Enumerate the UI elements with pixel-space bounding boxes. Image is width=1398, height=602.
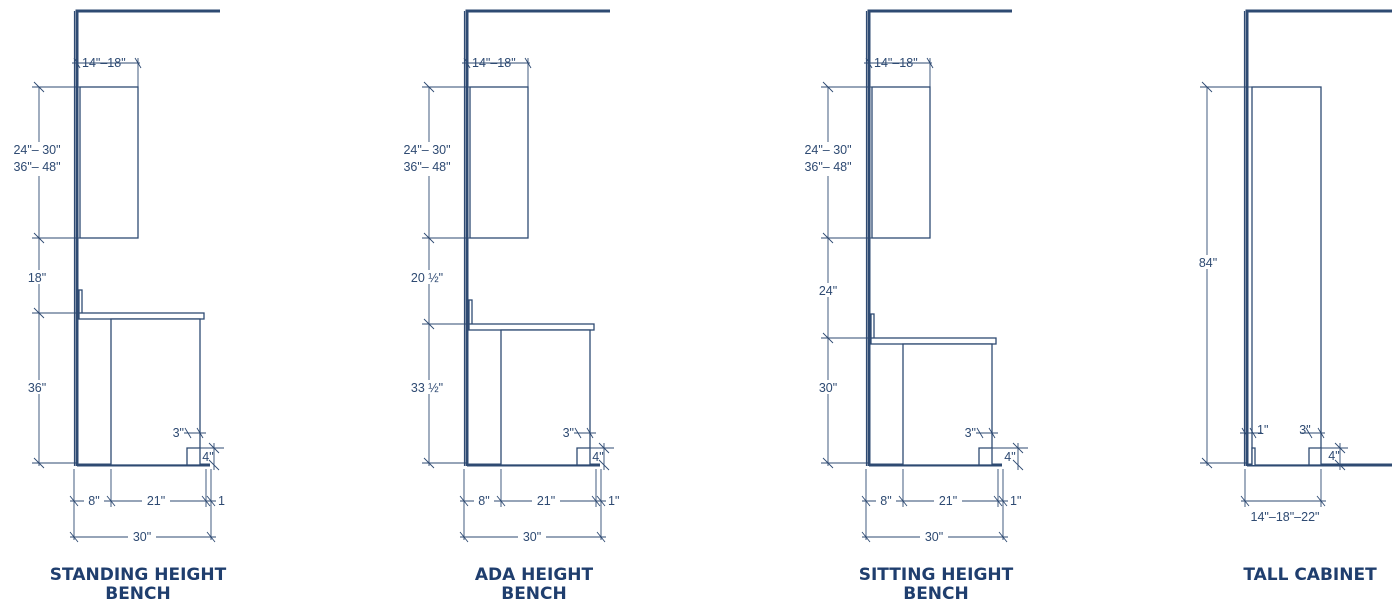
bench-height-label: 36" (28, 381, 46, 395)
bottom-c-label: 1" (608, 494, 619, 508)
panel-sitting-height: 14"–18" 24"– 30" 36"– 48" 24" 30" 3" 4" (796, 9, 1028, 602)
depth-label: 14"–18" (874, 56, 918, 70)
toe-height-label: 4" (592, 450, 603, 464)
toe-depth-label: 3" (173, 426, 184, 440)
bottom-a-label: 8" (478, 494, 489, 508)
countertop (870, 337, 997, 345)
bottom-c-label: 1" (1010, 494, 1021, 508)
depth-label: 14"–18" (472, 56, 516, 70)
wall-outline (75, 9, 220, 466)
panel-standing-height: 14"–18" 24"– 30" 36"– 48" 18" 36" 3" 4" (6, 9, 227, 602)
cabinet-height-label-a: 24"– 30" (403, 143, 450, 157)
depth-label: 14"–18" (82, 56, 126, 70)
panel-ada-height: 14"–18" 24"– 30" 36"– 48" 20 ½" 33 ½" 3"… (396, 9, 619, 602)
depth-label: 14"–18"–22" (1251, 510, 1320, 524)
wall-outline (867, 9, 1012, 466)
cabinet-height-label-a: 24"– 30" (13, 143, 60, 157)
wall-outline (1245, 9, 1392, 466)
gap-label: 24" (819, 284, 837, 298)
toe-height-label: 4" (202, 450, 213, 464)
bottom-a-label: 8" (88, 494, 99, 508)
bench-height-label: 33 ½" (411, 381, 443, 395)
caption-line1: SITTING HEIGHT (859, 565, 1014, 585)
wall-outline (465, 9, 610, 466)
tall-cabinet-body (1251, 86, 1322, 466)
bottom-b-label: 21" (537, 494, 555, 508)
cabinet-height-label-a: 24"– 30" (804, 143, 851, 157)
wall-cabinet (469, 86, 529, 239)
toe-kick (576, 447, 590, 465)
toe-kick (186, 447, 200, 465)
backsplash (78, 289, 83, 316)
backsplash (468, 299, 473, 326)
cabinet-height-label-b: 36"– 48" (403, 160, 450, 174)
cabinet-height-label-b: 36"– 48" (13, 160, 60, 174)
countertop (468, 323, 595, 331)
total-label: 30" (925, 530, 943, 544)
bottom-b-label: 21" (147, 494, 165, 508)
bench-height-label: 30" (819, 381, 837, 395)
height-label: 84" (1199, 256, 1217, 270)
toe-height-label: 4" (1004, 450, 1015, 464)
toe-depth-label: 3" (965, 426, 976, 440)
bottom-c-label: 1 (218, 494, 225, 508)
caption-line1: STANDING HEIGHT (50, 565, 227, 585)
toe-depth-label: 3" (1299, 423, 1310, 437)
wall-cabinet (871, 86, 931, 239)
base-cabinet (902, 343, 993, 466)
bottom-b-label: 21" (939, 494, 957, 508)
countertop (78, 312, 205, 320)
caption: TALL CABINET (1243, 565, 1377, 585)
gap-label: 18" (28, 271, 46, 285)
caption-line2: BENCH (501, 584, 567, 602)
toe-height-label: 4" (1328, 449, 1339, 463)
total-label: 30" (133, 530, 151, 544)
wall-cabinet (79, 86, 139, 239)
toe-kick (978, 447, 992, 465)
panel-tall-cabinet: 84" 1" 3" 4" 14"–18"–22" TALL CABINET (1192, 9, 1392, 585)
toe-depth-label: 3" (563, 426, 574, 440)
caption-line2: BENCH (105, 584, 171, 602)
base-cabinet (500, 329, 591, 466)
cabinet-height-label-b: 36"– 48" (804, 160, 851, 174)
total-label: 30" (523, 530, 541, 544)
backsplash (870, 313, 875, 340)
base-cabinet (110, 318, 201, 466)
left-gap-label: 1" (1257, 423, 1268, 437)
bottom-a-label: 8" (880, 494, 891, 508)
toe-kick (1308, 447, 1321, 465)
gap-label: 20 ½" (411, 271, 443, 285)
caption-line2: BENCH (903, 584, 969, 602)
caption-line1: ADA HEIGHT (475, 565, 594, 585)
